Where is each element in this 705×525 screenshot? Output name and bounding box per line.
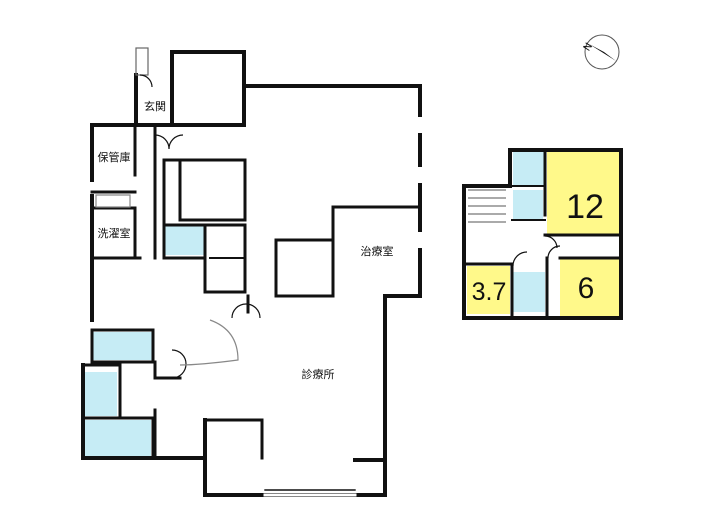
2f-details	[468, 189, 561, 267]
room-3.7-fill	[467, 266, 510, 314]
toilet-2	[85, 420, 151, 456]
room-label-clinic: 診療所	[302, 367, 335, 381]
door-swings	[95, 74, 261, 379]
wall-tower-room	[170, 50, 246, 127]
room-label-laundry: 洗濯室	[98, 226, 131, 240]
wall-right-3	[383, 248, 422, 432]
wash-2f	[513, 190, 543, 220]
wall-bottom-room	[203, 418, 264, 460]
room-label-3.7: 3.7	[472, 278, 507, 306]
wall-toilet-1	[81, 363, 122, 420]
wall-clinic-partition	[153, 360, 182, 380]
washroom	[93, 332, 153, 360]
wall-closet	[274, 238, 335, 298]
wall-bottom-right	[353, 428, 387, 462]
north-arrow-icon: N	[582, 34, 620, 70]
door-hall	[231, 303, 261, 319]
door-2f-a	[544, 235, 558, 249]
bathroom	[164, 225, 204, 255]
room-12-fill	[547, 152, 621, 234]
wall-washroom-2	[90, 328, 155, 364]
wall-toilet-2	[81, 416, 155, 460]
room-label-storage: 保管庫	[98, 150, 131, 164]
wall-2f-outer-left	[462, 148, 549, 320]
room-label-12: 12	[566, 188, 604, 226]
wall-toilets-left	[81, 363, 157, 460]
ramp-curve	[179, 319, 239, 366]
wet-areas	[85, 225, 204, 456]
bath-2f	[513, 150, 545, 186]
wall-inner-room	[162, 158, 247, 222]
porch-outline	[135, 47, 149, 76]
wall-washroom	[90, 328, 155, 364]
door-2f-b	[547, 245, 561, 259]
toilet-2f	[513, 272, 545, 312]
door-2f-c	[512, 251, 528, 267]
door-clinic	[171, 349, 187, 379]
door-entrance	[139, 74, 153, 88]
stair-marks	[95, 194, 131, 208]
wall-closets	[203, 223, 247, 294]
toilet-1	[85, 372, 117, 416]
wall-top-main	[242, 84, 422, 117]
wall-bottom-ext	[203, 418, 387, 497]
compass-n-label: N	[582, 41, 595, 53]
second-floor-plan: 12 6 3.7	[462, 148, 623, 320]
door-double	[154, 134, 184, 150]
stairs-2f	[468, 189, 506, 223]
wall-2f-room37	[462, 262, 514, 320]
first-floor-plan	[81, 47, 422, 497]
room-label-treatment: 治療室	[361, 244, 394, 258]
room-label-entrance: 玄関	[144, 99, 166, 113]
room-label-6: 6	[578, 272, 595, 305]
room-6-fill	[560, 258, 621, 316]
